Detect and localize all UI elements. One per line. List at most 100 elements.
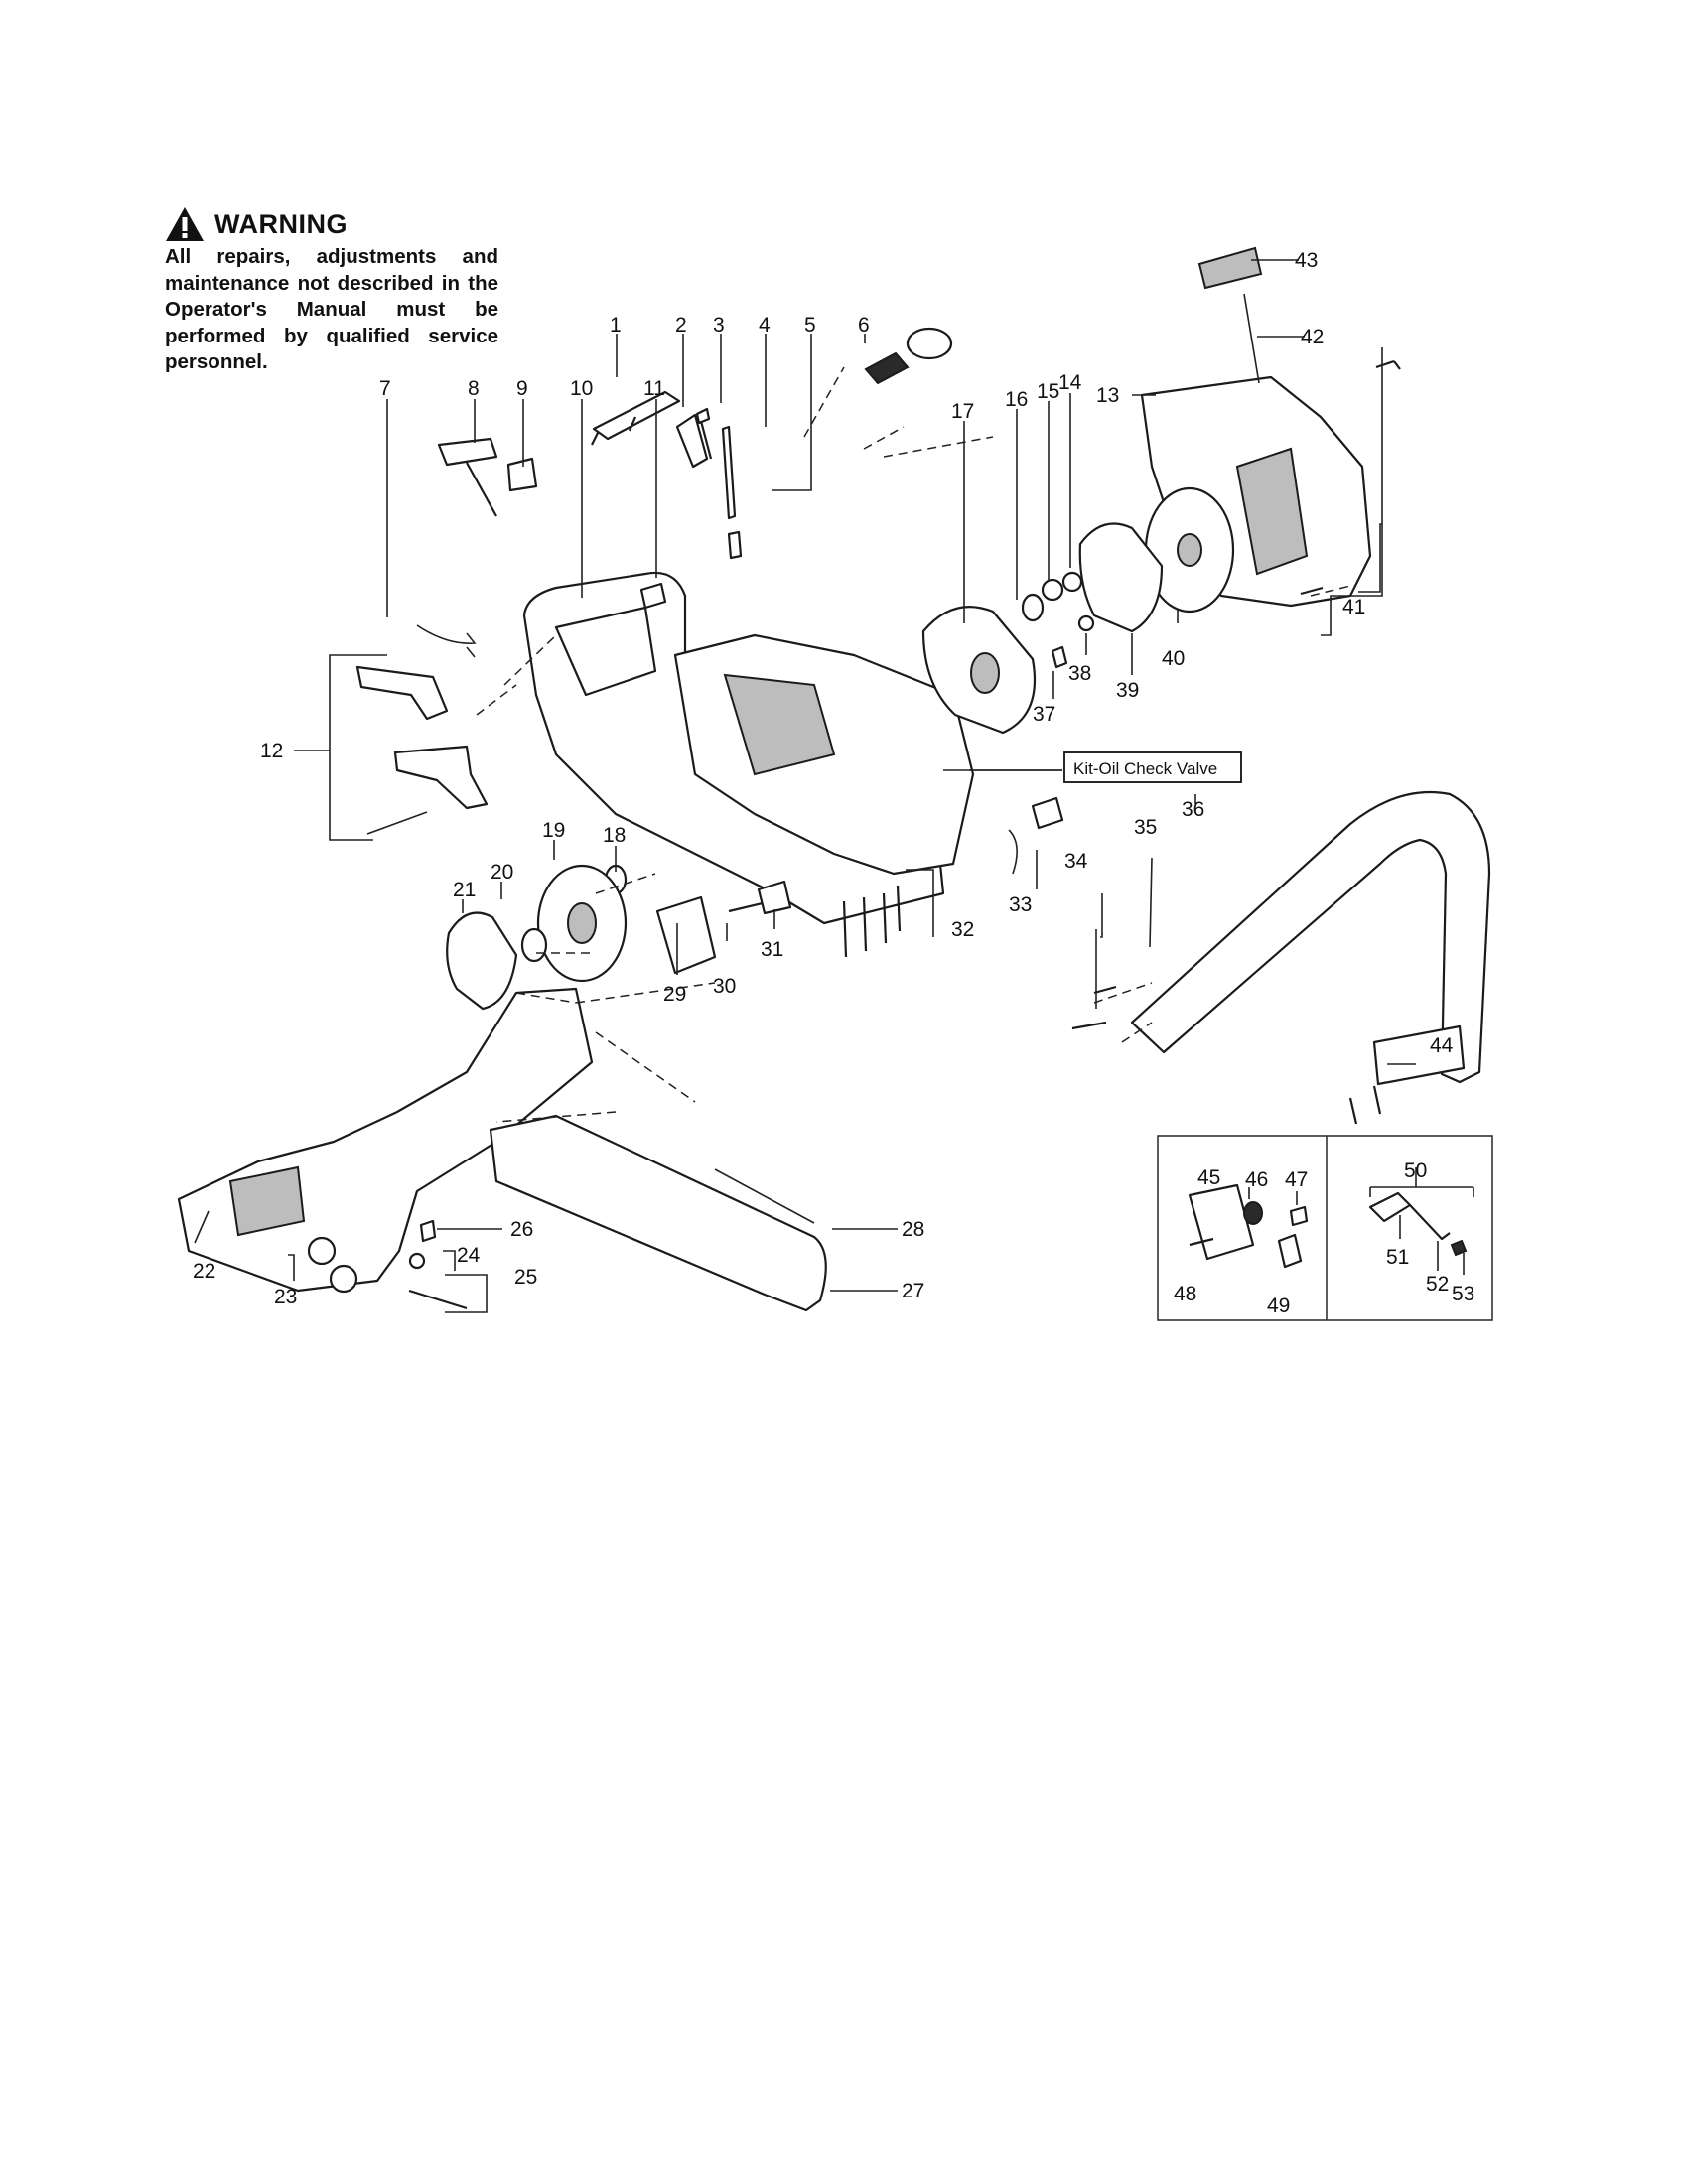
callout-33: 33 [1009, 893, 1032, 916]
callout-28: 28 [902, 1218, 924, 1241]
inset-detail [1157, 1135, 1493, 1321]
callout-38: 38 [1068, 662, 1091, 685]
callout-49: 49 [1267, 1295, 1290, 1317]
part-11-nut [639, 582, 667, 610]
part-1-bracket [591, 390, 681, 446]
part-7-link [416, 624, 477, 658]
part-24-nut [408, 1252, 426, 1270]
part-38-screw [1077, 614, 1095, 632]
callout-30: 30 [713, 975, 736, 998]
part-35-end [1372, 1024, 1466, 1086]
callout-36: 36 [1182, 798, 1204, 821]
callout-34: 34 [1064, 850, 1088, 873]
part-44-screw-a [1348, 1097, 1358, 1125]
part-37-key [1051, 645, 1068, 669]
callout-32: 32 [951, 918, 974, 941]
part-48-screw [1189, 1237, 1214, 1247]
callout-31: 31 [761, 938, 783, 961]
part-13-vent [1235, 447, 1309, 576]
part-40-hub [1177, 533, 1202, 567]
part-32-stud-a [842, 900, 848, 958]
part-6-strap [864, 351, 910, 385]
part-51-elbow [1368, 1191, 1412, 1223]
callout-50: 50 [1404, 1160, 1427, 1182]
warning-notice: WARNING All repairs, adjustments and mai… [165, 206, 498, 376]
part-12-trigger-b [393, 745, 489, 810]
part-52-hose [1409, 1204, 1451, 1241]
part-2-clip [675, 413, 709, 469]
callout-26: 26 [510, 1218, 533, 1241]
callout-11: 11 [643, 377, 665, 400]
callout-40: 40 [1162, 647, 1185, 670]
part-33-valve [1031, 796, 1064, 830]
part-15-nut [1041, 578, 1064, 602]
part-14-washer [1061, 571, 1083, 593]
inset-frame [1157, 1135, 1493, 1321]
callout-47: 47 [1285, 1168, 1308, 1191]
callout-17: 17 [951, 400, 974, 423]
part-49-fitting [1277, 1233, 1303, 1269]
part-17-hub [970, 652, 1000, 694]
part-53-cap [1450, 1239, 1468, 1257]
part-drawings [177, 246, 1491, 1312]
callout-3: 3 [713, 314, 725, 337]
callout-7: 7 [379, 377, 391, 400]
part-20-washer [520, 927, 548, 963]
part-41-screw-b [1300, 586, 1324, 596]
callout-29: 29 [663, 983, 686, 1006]
callout-6: 6 [858, 314, 870, 337]
callout-15: 15 [1037, 380, 1059, 403]
callout-43: 43 [1295, 249, 1318, 272]
part-34-screw-a [1093, 985, 1117, 995]
kit-oil-check-valve-callout: Kit-Oil Check Valve [1063, 751, 1242, 783]
part-8-knob [437, 437, 498, 517]
part-9-lever [506, 457, 538, 492]
part-44-screw-b [1372, 1085, 1382, 1115]
callout-51: 51 [1386, 1246, 1409, 1269]
part-39-spring-cassette [1078, 522, 1164, 633]
part-25-bolt [408, 1289, 468, 1310]
callout-53: 53 [1452, 1283, 1474, 1305]
part-28-chain [714, 1168, 815, 1224]
part-31-bracket [757, 880, 792, 915]
part-16-washer [1021, 593, 1045, 622]
part-3-screw [695, 407, 713, 460]
part-19-hub [567, 902, 597, 944]
callout-45: 45 [1197, 1166, 1220, 1189]
callout-37: 37 [1033, 703, 1055, 726]
part-21-clutch [446, 911, 518, 1011]
part-34-screw-b [1071, 1021, 1107, 1030]
callout-1: 1 [610, 314, 622, 337]
part-23-nut-a [307, 1236, 337, 1266]
part-32-stud-b [862, 896, 868, 952]
callout-14: 14 [1058, 371, 1082, 394]
callout-13: 13 [1096, 384, 1119, 407]
leader-lines [194, 259, 1416, 1313]
warning-title: WARNING [214, 208, 348, 239]
callout-8: 8 [468, 377, 480, 400]
callout-46: 46 [1245, 1168, 1268, 1191]
warning-triangle-icon [166, 207, 204, 241]
callout-21: 21 [453, 879, 476, 901]
part-26-clip [419, 1219, 437, 1243]
part-10-grip [554, 606, 657, 697]
part-32-stud-d [896, 885, 902, 932]
part-12-trigger-a [355, 665, 449, 721]
callout-44: 44 [1430, 1034, 1454, 1057]
warning-header: WARNING [165, 206, 498, 242]
part-23-nut-b [329, 1264, 358, 1294]
callout-41: 41 [1342, 596, 1365, 618]
part-5-pin [727, 530, 743, 560]
callout-27: 27 [902, 1280, 924, 1302]
callout-12: 12 [260, 740, 283, 762]
callout-52: 52 [1426, 1273, 1449, 1296]
callout-35: 35 [1134, 816, 1157, 839]
warning-text: All repairs, adjustments and maintenance… [165, 245, 498, 373]
part-43-handle [1197, 246, 1263, 290]
part-45-pump-body [1188, 1183, 1255, 1261]
callout-10: 10 [570, 377, 593, 400]
part-29-plate [655, 895, 717, 975]
part-41-screw-a [1375, 359, 1401, 370]
callout-5: 5 [804, 314, 816, 337]
